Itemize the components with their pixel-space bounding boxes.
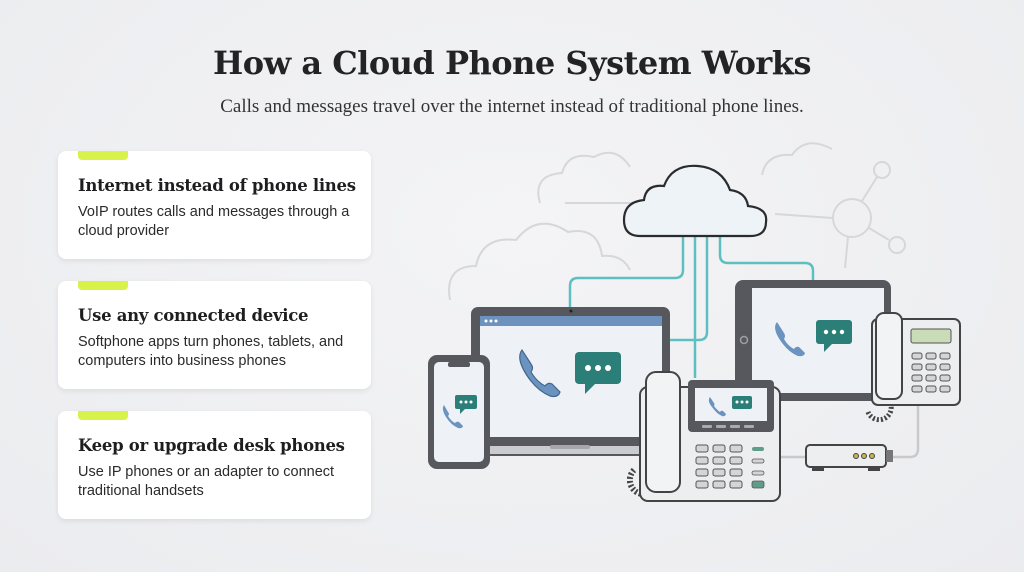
cloud-phone-illustration	[428, 142, 961, 502]
card-desk-phones: Keep or upgrade desk phones Use IP phone…	[58, 411, 371, 519]
phone-adapter-icon	[805, 444, 893, 471]
smartphone-icon	[428, 355, 490, 469]
page-title: How a Cloud Phone System Works	[213, 44, 811, 82]
page-subtitle: Calls and messages travel over the inter…	[220, 96, 804, 117]
card-devices: Use any connected device Softphone apps …	[58, 281, 371, 389]
card-title: Use any connected device	[78, 306, 309, 325]
card-description: Softphone apps turn phones, tablets, and…	[78, 334, 344, 369]
card-accent-bar	[78, 281, 128, 290]
ip-desk-phone-icon	[626, 371, 781, 502]
tablet-icon	[735, 280, 891, 401]
card-description: VoIP routes calls and messages through a…	[78, 204, 350, 239]
card-title: Internet instead of phone lines	[78, 176, 356, 195]
connection-lines	[568, 235, 815, 378]
laptop-icon	[459, 307, 681, 456]
card-description: Use IP phones or an adapter to connect t…	[78, 464, 335, 499]
background-clouds-icon	[448, 142, 833, 301]
network-node-icon	[774, 161, 906, 269]
card-accent-bar	[78, 151, 128, 160]
adapter-cables	[779, 405, 920, 459]
cloud-icon	[622, 164, 768, 238]
card-title: Keep or upgrade desk phones	[78, 436, 345, 455]
card-internet: Internet instead of phone lines VoIP rou…	[58, 151, 371, 259]
card-accent-bar	[78, 411, 128, 420]
analog-desk-phone-icon	[865, 312, 961, 423]
